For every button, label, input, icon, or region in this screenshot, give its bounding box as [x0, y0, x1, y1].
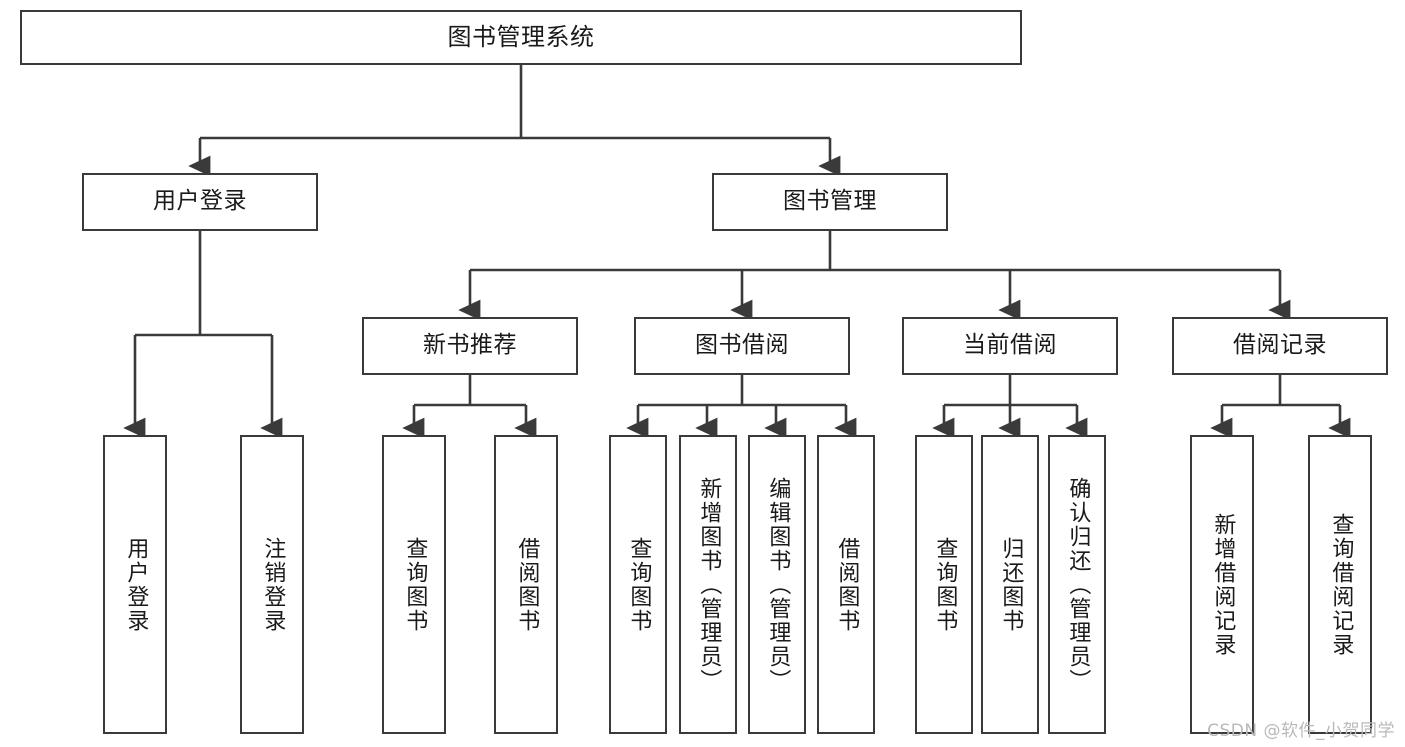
node-leaf-add-book[interactable]: 新增图书（管理员） [679, 435, 737, 734]
node-book-borrow-label: 图书借阅 [695, 332, 789, 359]
node-leaf-query-record[interactable]: 查询借阅记录 [1308, 435, 1372, 734]
node-leaf-query-book-2-label: 查询图书 [626, 536, 652, 633]
node-leaf-return-book-label: 归还图书 [998, 536, 1024, 633]
node-leaf-borrow-book-2-label: 借阅图书 [834, 536, 860, 633]
node-leaf-borrow-book-1[interactable]: 借阅图书 [494, 435, 558, 734]
node-current-borrow-label: 当前借阅 [963, 332, 1057, 359]
node-new-book-recommend-label: 新书推荐 [423, 332, 517, 359]
node-leaf-query-book-1[interactable]: 查询图书 [382, 435, 446, 734]
node-borrow-record[interactable]: 借阅记录 [1172, 317, 1388, 375]
node-leaf-logout-login[interactable]: 注销登录 [240, 435, 304, 734]
node-current-borrow[interactable]: 当前借阅 [902, 317, 1118, 375]
node-leaf-query-book-3-label: 查询图书 [932, 536, 958, 633]
node-root-label: 图书管理系统 [447, 23, 595, 52]
node-root[interactable]: 图书管理系统 [20, 10, 1022, 65]
node-book-management[interactable]: 图书管理 [712, 173, 948, 231]
node-leaf-add-record-label: 新增借阅记录 [1210, 512, 1236, 657]
node-leaf-add-book-label: 新增图书（管理员） [696, 476, 722, 693]
node-leaf-logout-login-label: 注销登录 [260, 536, 286, 633]
node-leaf-edit-book[interactable]: 编辑图书（管理员） [748, 435, 806, 734]
node-leaf-borrow-book-1-label: 借阅图书 [514, 536, 540, 633]
node-borrow-record-label: 借阅记录 [1233, 332, 1327, 359]
node-book-borrow[interactable]: 图书借阅 [634, 317, 850, 375]
node-leaf-confirm-return[interactable]: 确认归还（管理员） [1048, 435, 1106, 734]
node-leaf-query-book-1-label: 查询图书 [402, 536, 428, 633]
node-leaf-query-book-3[interactable]: 查询图书 [915, 435, 973, 734]
node-new-book-recommend[interactable]: 新书推荐 [362, 317, 578, 375]
node-user-login[interactable]: 用户登录 [82, 173, 318, 231]
node-leaf-user-login-label: 用户登录 [123, 536, 149, 633]
node-leaf-edit-book-label: 编辑图书（管理员） [765, 476, 791, 693]
node-book-management-label: 图书管理 [783, 188, 877, 215]
node-leaf-return-book[interactable]: 归还图书 [981, 435, 1039, 734]
node-leaf-user-login[interactable]: 用户登录 [103, 435, 167, 734]
node-user-login-label: 用户登录 [153, 188, 247, 215]
node-leaf-borrow-book-2[interactable]: 借阅图书 [817, 435, 875, 734]
node-leaf-query-record-label: 查询借阅记录 [1328, 512, 1354, 657]
node-leaf-query-book-2[interactable]: 查询图书 [609, 435, 667, 734]
node-leaf-add-record[interactable]: 新增借阅记录 [1190, 435, 1254, 734]
node-leaf-confirm-return-label: 确认归还（管理员） [1065, 476, 1091, 693]
